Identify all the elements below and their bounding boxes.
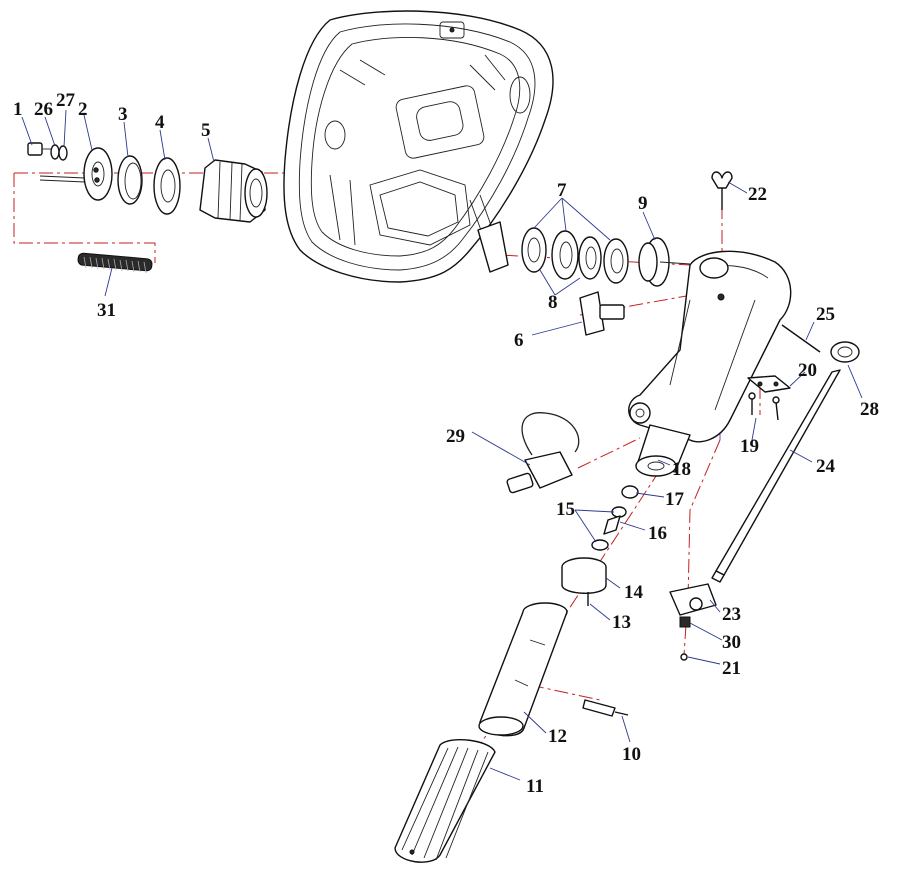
part-15-16-17: [591, 485, 639, 551]
callout-13: 13: [612, 612, 631, 633]
part-6-plug: [579, 291, 625, 336]
callout-31: 31: [97, 300, 116, 321]
part-15-ring-b: [591, 539, 609, 551]
callout-25: 25: [816, 304, 835, 325]
part-18-sleeve: [635, 424, 691, 477]
callout-5: 5: [201, 120, 211, 141]
centerline-29: [577, 437, 641, 469]
callout-2: 2: [78, 99, 88, 120]
callout-28: 28: [860, 399, 879, 420]
part-1-screw: [27, 142, 52, 156]
part-22-wing-bolt: [711, 171, 733, 210]
part-11-grip-cover: [394, 739, 496, 863]
part-14-ring: [561, 557, 607, 594]
callout-30: 30: [722, 632, 741, 653]
callout-26: 26: [34, 99, 53, 120]
part-27-washer: [58, 145, 68, 161]
part-30-nut: [679, 616, 691, 628]
callout-4: 4: [155, 112, 165, 133]
centerline-21: [683, 624, 687, 656]
part-7-8-washers: [521, 227, 629, 284]
callout-9: 9: [638, 193, 648, 214]
callout-labels: 1 26 27 2 3 4 5 7 9 22 8 6 25 20 28 19 2…: [13, 90, 879, 797]
part-2-pulley: [83, 147, 113, 201]
part-17-ring: [621, 485, 639, 499]
callout-29: 29: [446, 426, 465, 447]
part-29-switch: [506, 412, 580, 494]
part-21-ball: [680, 653, 688, 661]
part-23-30-21: [669, 583, 717, 661]
callout-17: 17: [665, 489, 685, 510]
callout-10: 10: [622, 744, 641, 765]
part-26-washer: [50, 144, 60, 160]
part-20-plate: [747, 375, 791, 393]
part-15-ring-a: [611, 506, 627, 518]
cable-end: [39, 175, 86, 183]
callout-7: 7: [557, 180, 567, 201]
part-3-ring: [117, 155, 143, 205]
callout-6: 6: [514, 330, 524, 351]
part-16-spring: [603, 515, 621, 535]
callout-1: 1: [13, 99, 23, 120]
callout-8: 8: [548, 292, 558, 313]
part-10-screw: [582, 699, 629, 717]
centerline-31: [13, 173, 156, 263]
washer-c: [578, 236, 602, 280]
centerline-10: [529, 684, 601, 701]
washer-b: [551, 230, 579, 280]
cover-housing: [283, 10, 554, 283]
part-5-bushing: [199, 159, 268, 223]
callout-15: 15: [556, 499, 575, 520]
centerline-23: [687, 439, 721, 601]
callout-11: 11: [526, 776, 544, 797]
callout-21: 21: [722, 658, 741, 679]
part-4-washer: [153, 157, 181, 215]
callout-12: 12: [548, 726, 567, 747]
callout-19: 19: [740, 436, 759, 457]
part-9-bushing: [638, 237, 691, 287]
tiller-arm: [628, 250, 792, 443]
callout-27: 27: [56, 90, 76, 111]
callout-22: 22: [748, 184, 767, 205]
leader-lines: [21, 109, 863, 781]
part-25-pin: [781, 324, 821, 353]
part-24-28-shaft: [711, 341, 860, 583]
callout-18: 18: [672, 459, 691, 480]
callout-20: 20: [798, 360, 817, 381]
washer-a: [521, 227, 547, 273]
callout-23: 23: [722, 604, 741, 625]
washer-d: [603, 238, 629, 284]
callout-24: 24: [816, 456, 836, 477]
callout-16: 16: [648, 523, 667, 544]
callout-3: 3: [118, 104, 128, 125]
callout-14: 14: [624, 582, 644, 603]
part-31-spring: [77, 252, 153, 274]
screw-head: [27, 142, 43, 156]
part-19-screws: [748, 392, 780, 421]
part-12-grip-body: [478, 602, 568, 737]
